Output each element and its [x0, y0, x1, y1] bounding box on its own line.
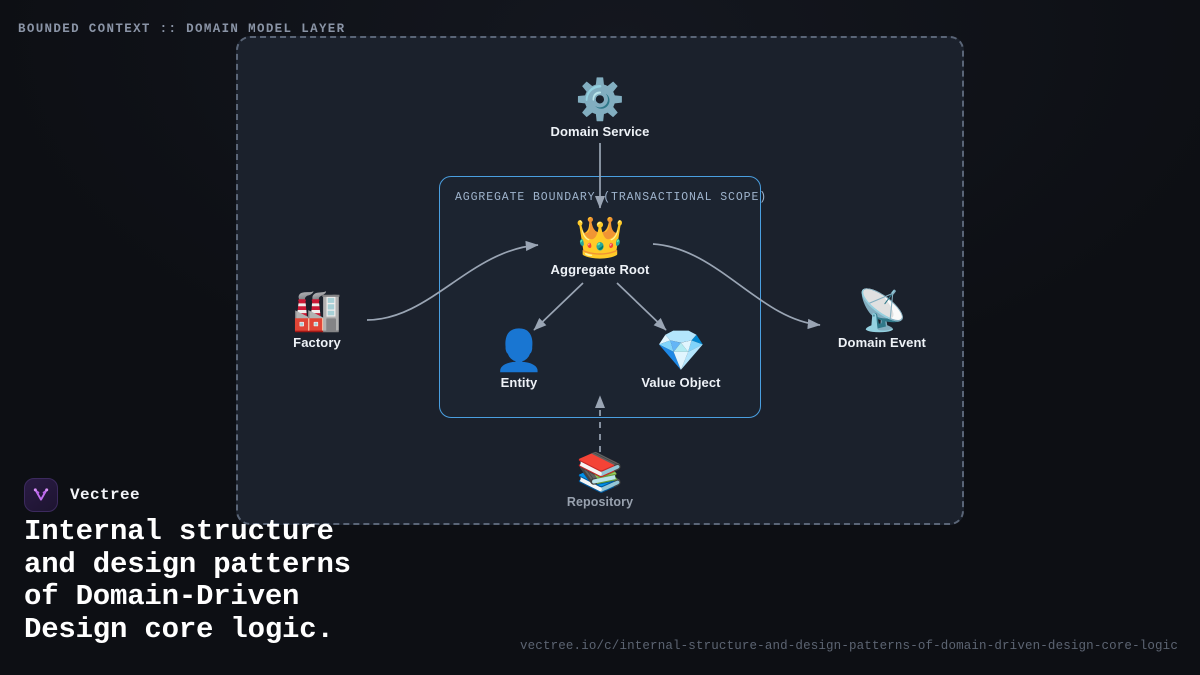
aggregate-boundary-label: AGGREGATE BOUNDARY (TRANSACTIONAL SCOPE): [455, 191, 768, 204]
gear-icon: ⚙️: [575, 77, 625, 123]
bounded-context-panel: [236, 36, 964, 525]
books-icon: 📚: [576, 450, 624, 494]
node-label: Value Object: [641, 375, 721, 390]
footer-url: vectree.io/c/internal-structure-and-desi…: [519, 639, 1178, 653]
vectree-logo-icon: [24, 478, 58, 512]
brand-row: Vectree: [24, 478, 140, 512]
node-label: Domain Event: [838, 335, 926, 350]
node-repository[interactable]: 📚 Repository: [567, 451, 633, 509]
node-entity[interactable]: 👤 Entity: [494, 329, 544, 390]
edge-aggregate-root-to-value-object: [616, 282, 667, 331]
node-factory[interactable]: 🏭 Factory: [292, 289, 342, 350]
satellite-dish-icon: 📡: [857, 288, 907, 334]
gem-icon: 💎: [656, 328, 706, 374]
node-label: Entity: [500, 375, 538, 390]
node-label: Factory: [293, 335, 341, 350]
crown-icon: 👑: [575, 215, 625, 261]
node-label: Domain Service: [550, 124, 650, 139]
bounded-context-label: BOUNDED CONTEXT :: DOMAIN MODEL LAYER: [18, 22, 346, 36]
node-label: Aggregate Root: [550, 262, 650, 277]
edge-factory-to-aggregate-root: [366, 240, 539, 321]
aggregate-boundary-box: [439, 176, 761, 418]
factory-icon: 🏭: [292, 288, 342, 334]
node-value-object[interactable]: 💎 Value Object: [641, 329, 720, 390]
edge-aggregate-root-to-entity: [533, 282, 584, 331]
node-aggregate-root[interactable]: 👑 Aggregate Root: [551, 216, 650, 277]
edge-aggregate-root-to-domain-event: [652, 243, 821, 330]
node-domain-service[interactable]: ⚙️ Domain Service: [551, 78, 650, 139]
bust-person-icon: 👤: [494, 328, 544, 374]
node-domain-event[interactable]: 📡 Domain Event: [838, 289, 926, 350]
headline-caption: Internal structure and design patterns o…: [24, 515, 351, 646]
node-label: Repository: [566, 495, 634, 509]
brand-name: Vectree: [70, 486, 141, 504]
